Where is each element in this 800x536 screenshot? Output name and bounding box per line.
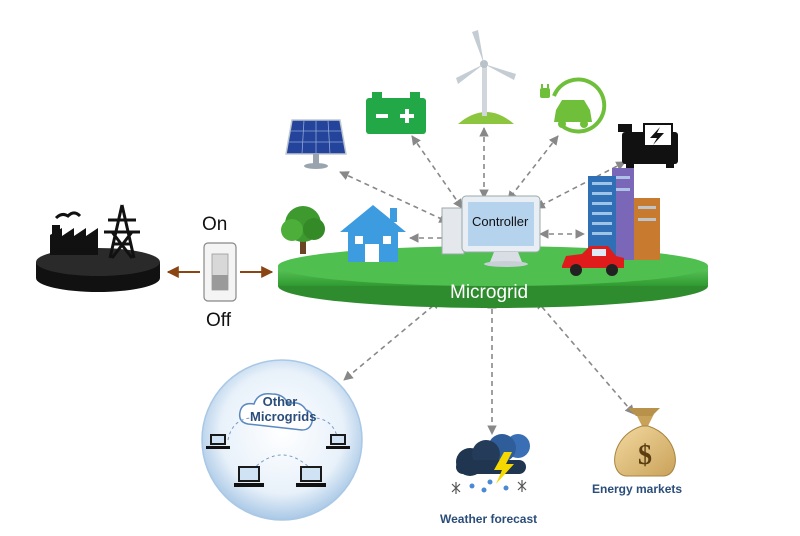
on-off-switch[interactable]	[203, 242, 237, 302]
tree-icon	[281, 206, 325, 254]
raindrop-icon	[469, 479, 509, 493]
other-microgrids-label: Other Microgrids	[250, 394, 317, 424]
arrow-solar-controller	[339, 171, 449, 223]
laptop-icon	[206, 434, 230, 449]
house-icon	[340, 205, 406, 262]
transmission-tower-icon	[104, 204, 140, 259]
controller-label: Controller	[472, 214, 529, 229]
other-microgrids-label-line1: Other	[262, 394, 298, 409]
weather-forecast-label: Weather forecast	[440, 512, 538, 526]
weather-storm-icon	[451, 434, 530, 494]
switch-off-label: Off	[206, 310, 231, 331]
snowflake-icon	[451, 480, 527, 494]
money-bag-icon: $	[614, 408, 676, 477]
connection-arrows	[339, 127, 635, 435]
other-microgrids-label-line2: Microgrids	[250, 409, 317, 424]
laptop-icon	[296, 466, 326, 487]
wind-turbine-icon	[456, 30, 516, 124]
arrow-ev-controller	[507, 135, 559, 201]
car-icon	[562, 246, 624, 276]
energy-markets-label: Energy markets	[592, 482, 683, 496]
arrow-generator-controller	[535, 161, 626, 209]
battery-icon	[366, 92, 426, 134]
other-microgrids-bubble	[201, 359, 363, 521]
laptop-icon	[326, 434, 350, 449]
city-buildings-icon	[588, 168, 660, 260]
ev-charging-icon	[540, 77, 607, 134]
factory-icon	[50, 211, 98, 255]
controller-computer-icon	[441, 195, 541, 267]
microgrid-label: Microgrid	[450, 282, 529, 303]
laptop-icon	[234, 466, 264, 487]
arrow-microgrid-markets	[535, 299, 635, 415]
dollar-sign: $	[638, 440, 652, 471]
arrow-battery-controller	[411, 135, 463, 209]
solar-panel-icon	[285, 119, 347, 169]
cloud-icon	[238, 392, 314, 431]
switch-on-label: On	[202, 214, 228, 235]
arrow-microgrid-other	[343, 299, 441, 381]
generator-icon	[618, 123, 678, 168]
